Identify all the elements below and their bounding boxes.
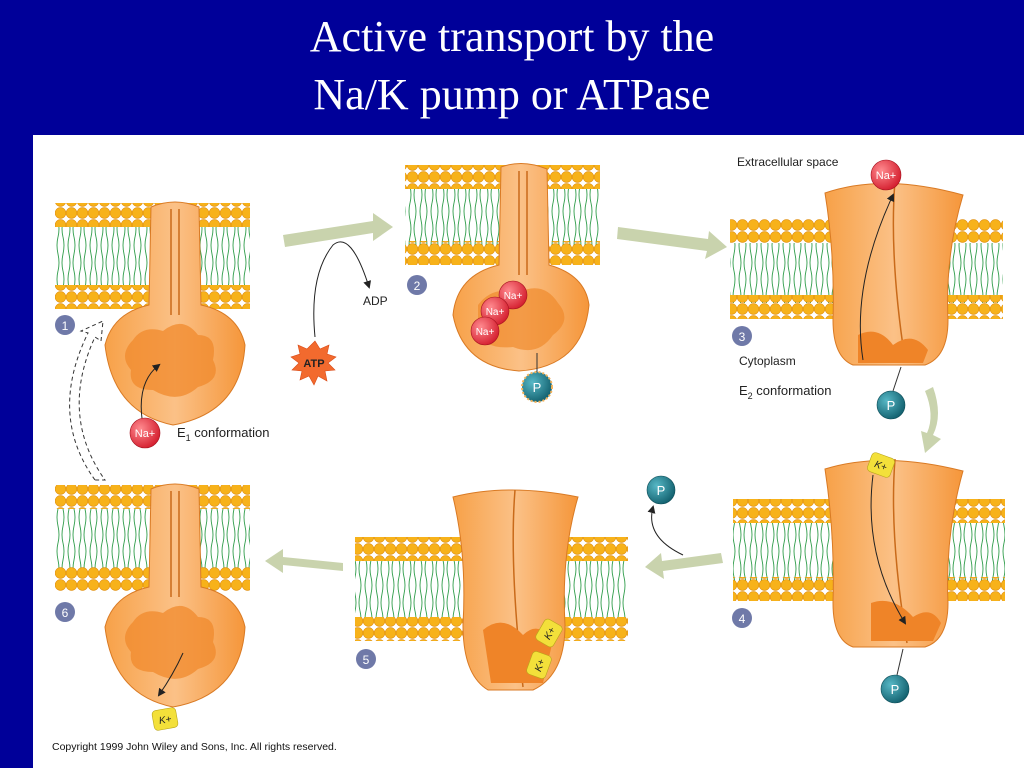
phosphate-released: P xyxy=(646,475,676,505)
step-badge-6: 6 xyxy=(55,602,75,622)
arrow-2-to-3 xyxy=(617,227,727,259)
title-line-1: Active transport by the xyxy=(309,12,715,61)
phosphate-4: P xyxy=(880,648,910,704)
potassium-ion-4: K+ xyxy=(867,452,895,478)
pump-6 xyxy=(104,483,246,708)
sodium-ion-2c: Na+ xyxy=(470,316,500,346)
step-badge-1: 1 xyxy=(55,315,75,335)
svg-text:K+: K+ xyxy=(158,714,172,727)
svg-text:4: 4 xyxy=(739,612,746,626)
step-badge-4: 4 xyxy=(732,608,752,628)
figure-panel: 1 2 3 4 5 6 Na+ Na+ xyxy=(33,135,1024,768)
arrow-5-to-6 xyxy=(265,549,343,573)
return-arrow-6-to-1 xyxy=(69,320,106,481)
svg-text:P: P xyxy=(887,398,896,413)
svg-text:3: 3 xyxy=(739,330,746,344)
svg-text:P: P xyxy=(891,682,900,697)
svg-text:1: 1 xyxy=(62,319,69,333)
pump-3 xyxy=(824,180,964,366)
e1-conformation-label: E1 conformation xyxy=(177,425,269,443)
potassium-ion-5b: K+ xyxy=(526,651,552,679)
copyright-notice: Copyright 1999 John Wiley and Sons, Inc.… xyxy=(52,741,337,753)
na-k-pump-diagram: 1 2 3 4 5 6 Na+ Na+ xyxy=(55,155,1005,731)
svg-text:K+: K+ xyxy=(533,658,548,674)
svg-text:5: 5 xyxy=(363,653,370,667)
na-exit-arrow xyxy=(859,193,895,361)
atp-to-adp-arrow xyxy=(313,241,372,338)
step-badge-5: 5 xyxy=(356,649,376,669)
phosphate-2: P xyxy=(521,353,553,403)
svg-text:P: P xyxy=(533,380,542,395)
pump-5 xyxy=(452,489,579,691)
e2-conformation-label: E2 conformation xyxy=(739,383,831,401)
svg-text:Na+: Na+ xyxy=(876,170,897,182)
phosphate-release-arrow xyxy=(647,505,684,556)
arrow-4-to-5 xyxy=(645,553,723,579)
k-exit-arrow xyxy=(157,652,184,697)
svg-text:P: P xyxy=(657,483,666,498)
k-entry-arrow xyxy=(870,474,907,625)
potassium-ion-6: K+ xyxy=(151,707,179,731)
step-badge-2: 2 xyxy=(407,275,427,295)
svg-text:6: 6 xyxy=(62,606,69,620)
pump-4 xyxy=(824,458,964,648)
adp-label: ADP xyxy=(363,294,388,308)
svg-text:K+: K+ xyxy=(542,625,558,641)
title-line-2: Na/K pump or ATPase xyxy=(313,70,711,119)
svg-text:2: 2 xyxy=(414,279,421,293)
arrow-1-to-2 xyxy=(283,213,393,247)
phosphate-3: P xyxy=(876,366,906,420)
step-badge-3: 3 xyxy=(732,326,752,346)
svg-text:ATP: ATP xyxy=(303,358,324,370)
process-arrows xyxy=(265,213,941,579)
svg-text:Na+: Na+ xyxy=(476,327,495,338)
sodium-ion-3: Na+ xyxy=(870,159,902,191)
svg-text:Na+: Na+ xyxy=(486,307,505,318)
cytoplasm-label: Cytoplasm xyxy=(739,354,796,368)
slide-title: Active transport by the Na/K pump or ATP… xyxy=(0,8,1024,124)
svg-text:Na+: Na+ xyxy=(135,428,156,440)
sodium-ion-1: Na+ xyxy=(129,417,161,449)
potassium-ion-5a: K+ xyxy=(535,618,563,648)
extracellular-space-label: Extracellular space xyxy=(737,155,839,169)
arrow-3-to-4 xyxy=(921,387,941,453)
svg-text:Na+: Na+ xyxy=(504,291,523,302)
atp-burst: ATP xyxy=(290,340,337,386)
svg-text:K+: K+ xyxy=(873,459,889,474)
